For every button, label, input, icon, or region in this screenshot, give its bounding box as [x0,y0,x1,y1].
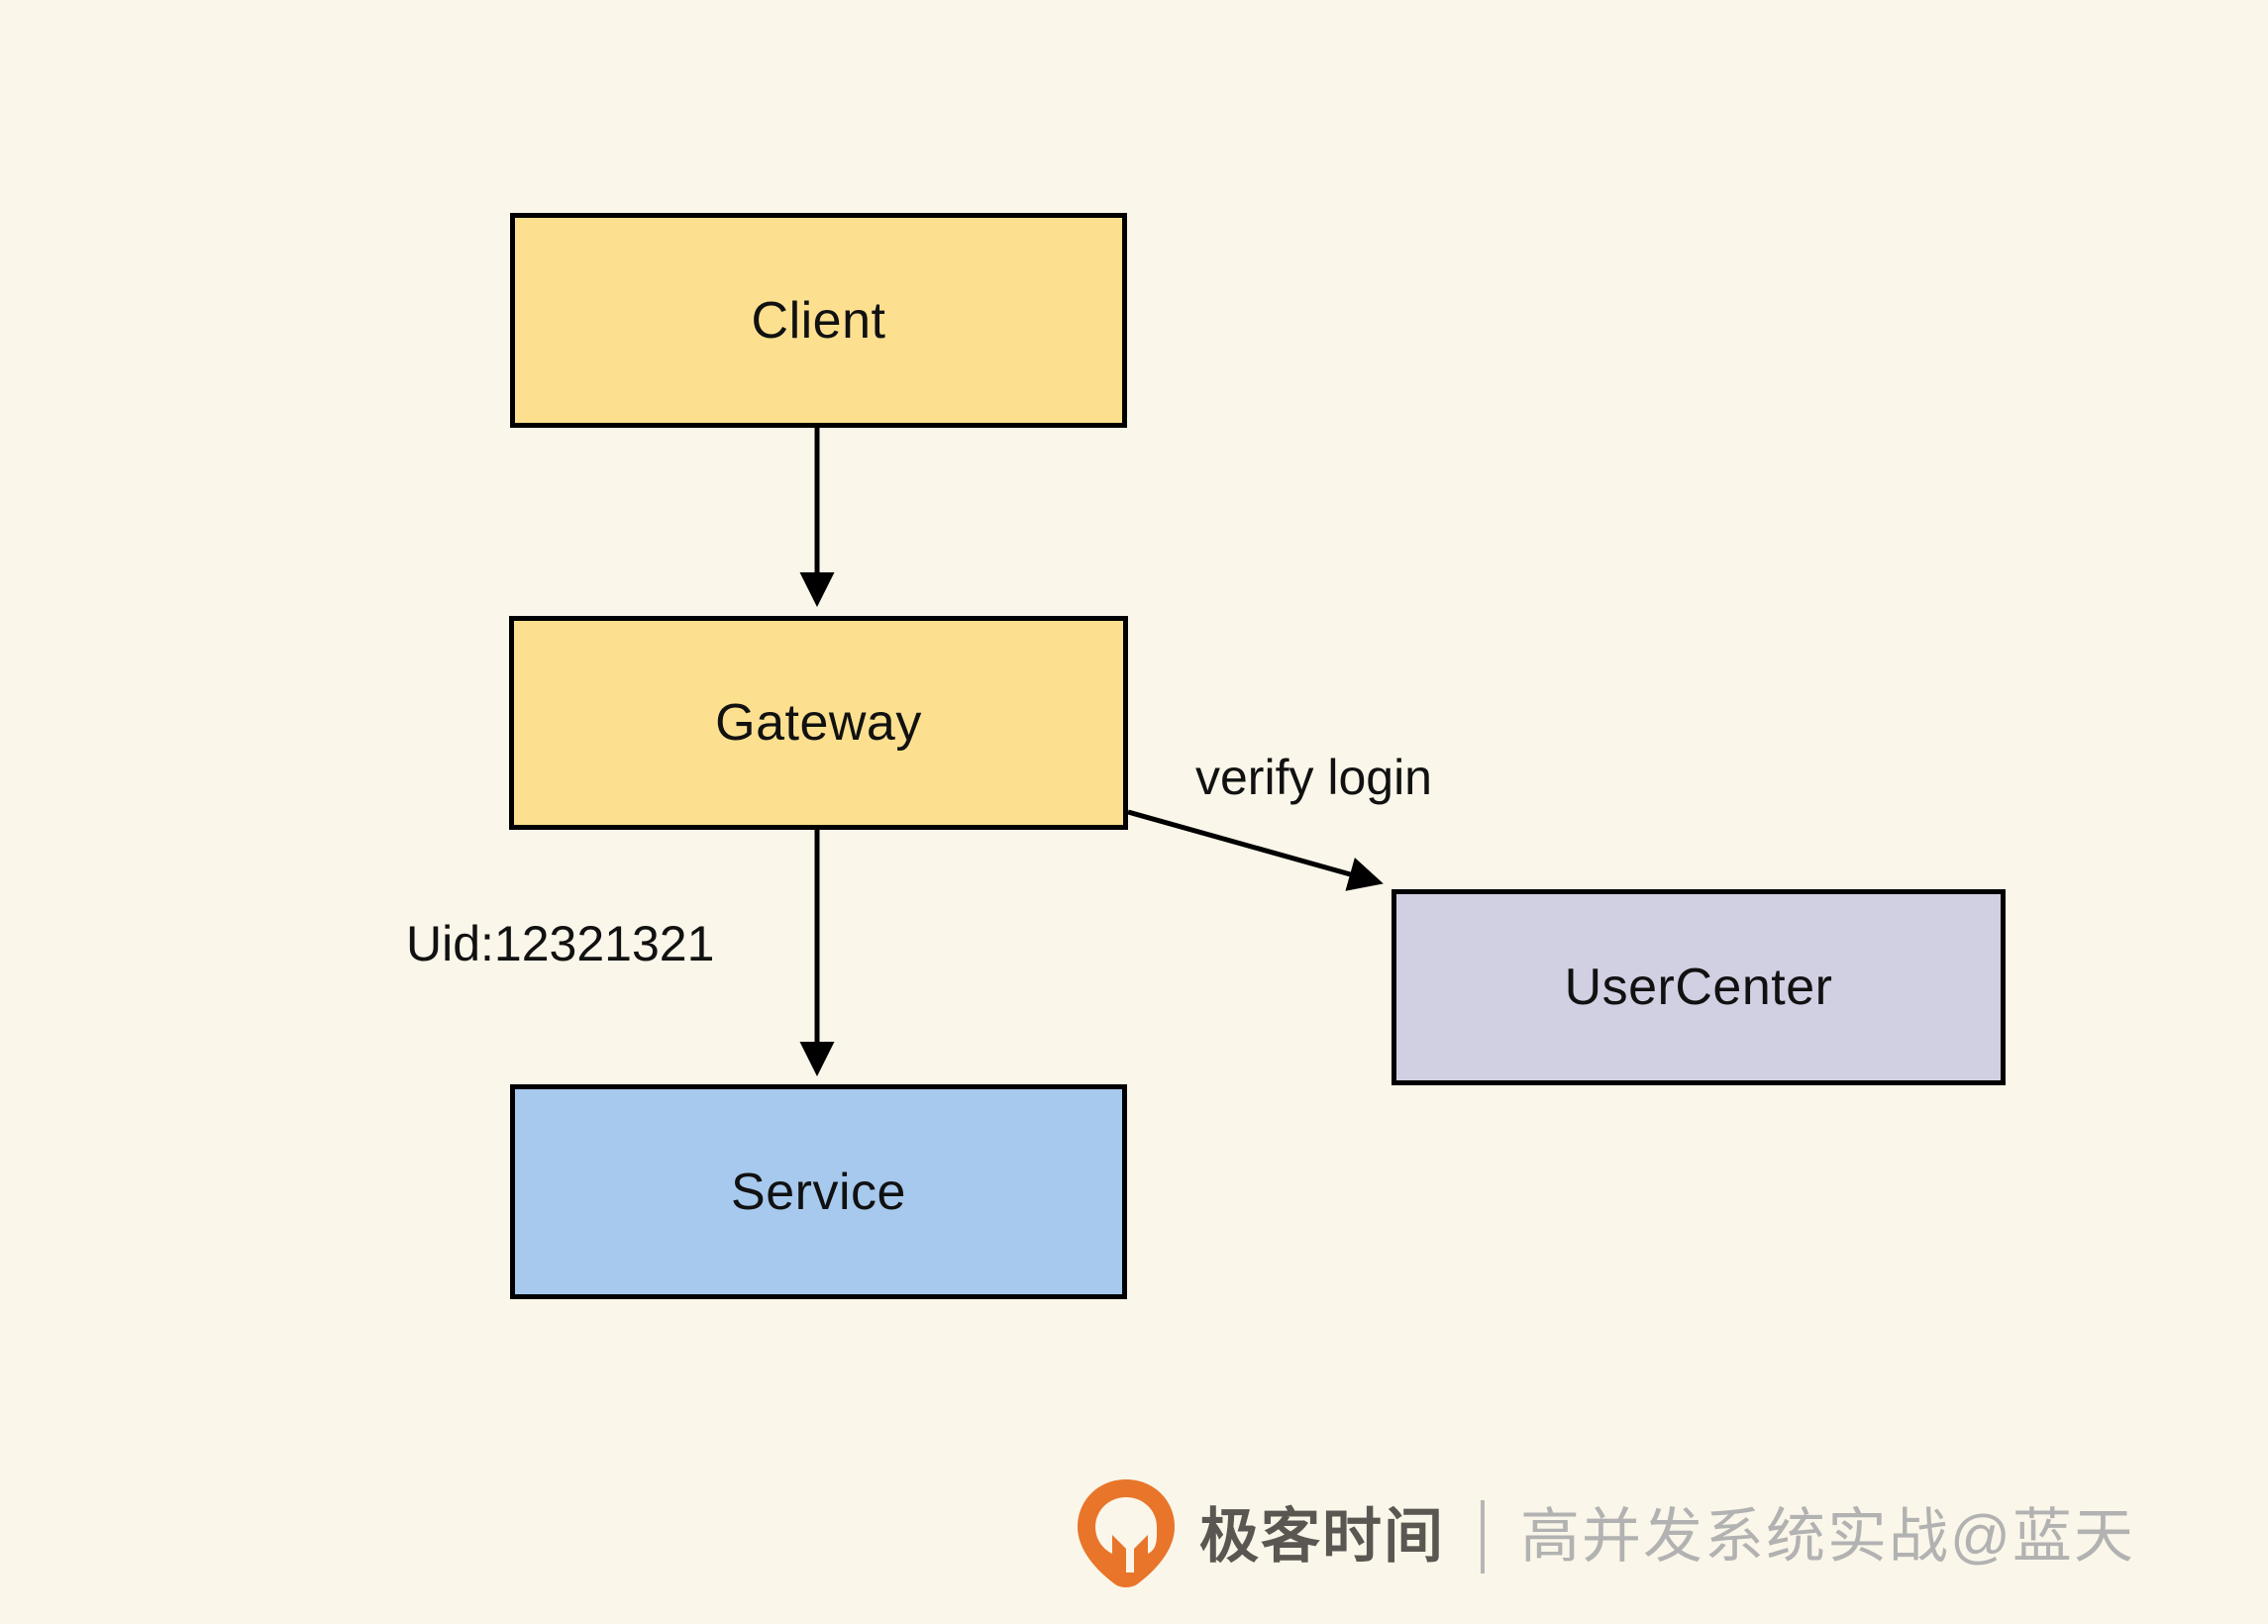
node-gateway-label: Gateway [715,694,922,752]
edge-label-verify-login: verify login [1195,750,1432,805]
node-usercenter-label: UserCenter [1564,959,1833,1016]
node-client-label: Client [751,291,886,350]
watermark-divider [1481,1500,1485,1573]
geekbang-pin-logo-icon [1075,1477,1178,1597]
watermark: 极客时间 高并发系统实战@蓝天 [1075,1472,2135,1601]
node-gateway[interactable]: Gateway [509,616,1128,830]
edge-label-uid: Uid:12321321 [406,916,715,971]
edge-gateway-to-usercenter [1127,809,1384,891]
node-client[interactable]: Client [510,213,1127,428]
watermark-brand: 极客时间 [1199,1503,1445,1570]
node-usercenter[interactable]: UserCenter [1392,889,2006,1085]
node-service[interactable]: Service [510,1084,1127,1299]
node-service-label: Service [731,1163,906,1221]
watermark-course: 高并发系统实战@蓝天 [1520,1503,2135,1570]
